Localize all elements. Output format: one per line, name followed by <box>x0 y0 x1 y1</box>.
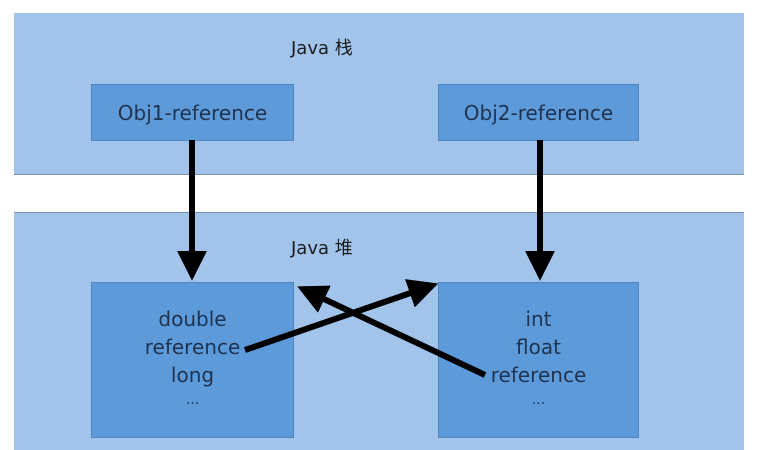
heap-object-2-field: reference <box>490 363 587 387</box>
heap-object-1-field: reference <box>144 335 241 359</box>
heap-object-2-ellipsis: ... <box>531 392 546 408</box>
java-stack-title: Java 栈 <box>291 38 353 59</box>
java-heap-title: Java 堆 <box>291 238 353 259</box>
heap-object-1-field: double <box>158 307 227 331</box>
heap-object-2: int float reference ... <box>438 282 639 438</box>
obj1-reference-box: Obj1-reference <box>91 84 294 141</box>
heap-object-1-field: long <box>170 363 215 387</box>
obj2-reference-label: Obj2-reference <box>463 100 614 125</box>
obj2-reference-box: Obj2-reference <box>438 84 639 141</box>
heap-object-2-field: float <box>516 335 561 359</box>
obj1-reference-label: Obj1-reference <box>117 100 268 125</box>
heap-object-2-field: int <box>525 307 552 331</box>
heap-object-1-ellipsis: ... <box>185 392 200 408</box>
heap-object-1: double reference long ... <box>91 282 294 438</box>
